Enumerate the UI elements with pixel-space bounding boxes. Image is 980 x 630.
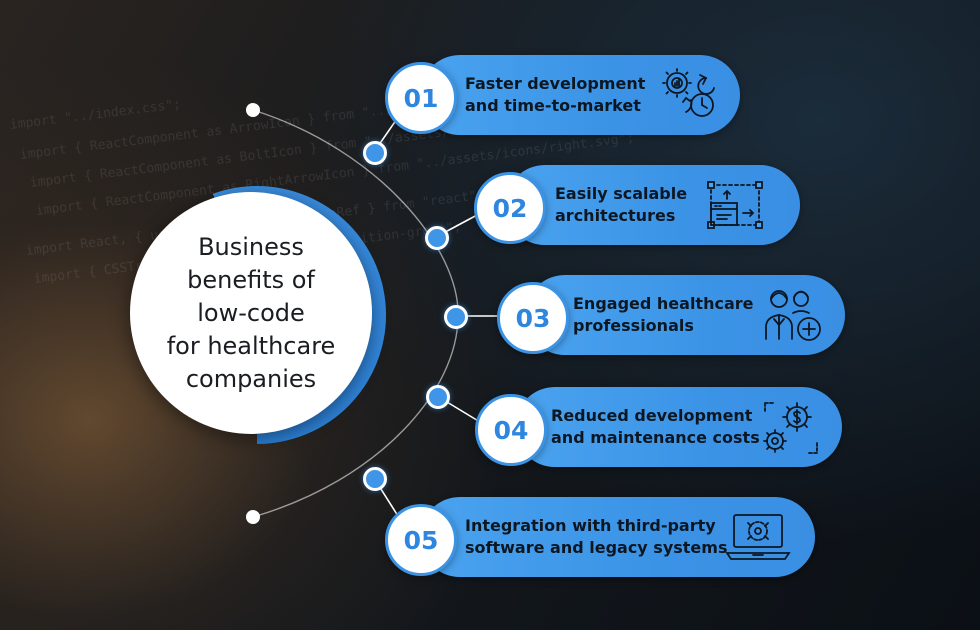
benefit-number-04: 04 <box>493 415 529 445</box>
scalable-architecture-icon <box>707 181 763 229</box>
benefit-line1: Engaged healthcare <box>573 294 754 313</box>
benefit-number-badge-04: 04 <box>475 394 547 466</box>
benefit-card-03: Engaged healthcare professionals <box>525 275 845 355</box>
benefit-text-01: Faster development and time-to-market <box>465 73 645 117</box>
main-circle: Business benefits of low-code for health… <box>130 192 372 434</box>
benefit-number-badge-02: 02 <box>474 172 546 244</box>
benefit-line2: software and legacy systems <box>465 538 728 557</box>
main-title-line: low-code <box>197 298 305 327</box>
benefit-number-02: 02 <box>492 193 528 223</box>
arc-node-04 <box>426 385 450 409</box>
benefit-card-01: Faster development and time-to-market <box>420 55 740 135</box>
benefit-number-badge-01: 01 <box>385 62 457 134</box>
main-title-line: Business <box>198 232 304 261</box>
arc-node-01 <box>363 141 387 165</box>
benefit-line1: Faster development <box>465 74 646 93</box>
arc-endpoint-bottom <box>246 510 260 524</box>
benefit-line1: Reduced development <box>551 406 753 425</box>
benefit-card-04: Reduced development and maintenance cost… <box>515 387 842 467</box>
benefit-text-03: Engaged healthcare professionals <box>573 293 753 337</box>
benefit-number-05: 05 <box>403 525 439 555</box>
main-title-line: benefits of <box>187 265 315 294</box>
cost-gears-icon <box>763 402 818 454</box>
arc-node-05 <box>363 467 387 491</box>
healthcare-professionals-icon <box>765 290 821 341</box>
main-title-line: companies <box>185 364 317 393</box>
benefit-line1: Integration with third-party <box>465 516 716 535</box>
benefit-text-05: Integration with third-party software an… <box>465 515 727 559</box>
benefit-text-02: Easily scalable architectures <box>555 183 687 227</box>
speed-gears-clock-icon <box>662 68 715 117</box>
benefit-number-01: 01 <box>403 83 439 113</box>
benefit-number-03: 03 <box>515 303 551 333</box>
benefit-line1: Easily scalable <box>555 184 688 203</box>
arc-node-02 <box>425 226 449 250</box>
main-title: Business benefits of low-code for health… <box>151 231 351 396</box>
arc-endpoint-top <box>246 103 260 117</box>
benefit-line2: and time-to-market <box>465 96 641 115</box>
benefit-card-05: Integration with third-party software an… <box>420 497 815 577</box>
benefit-number-badge-03: 03 <box>497 282 569 354</box>
laptop-integration-icon <box>725 514 791 560</box>
benefit-text-04: Reduced development and maintenance cost… <box>551 405 760 449</box>
benefit-line2: and maintenance costs <box>551 428 760 447</box>
benefit-line2: architectures <box>555 206 676 225</box>
main-title-line: for healthcare <box>166 331 336 360</box>
benefit-number-badge-05: 05 <box>385 504 457 576</box>
benefit-line2: professionals <box>573 316 694 335</box>
arc-node-03 <box>444 305 468 329</box>
benefit-card-02: Easily scalable architectures <box>505 165 800 245</box>
